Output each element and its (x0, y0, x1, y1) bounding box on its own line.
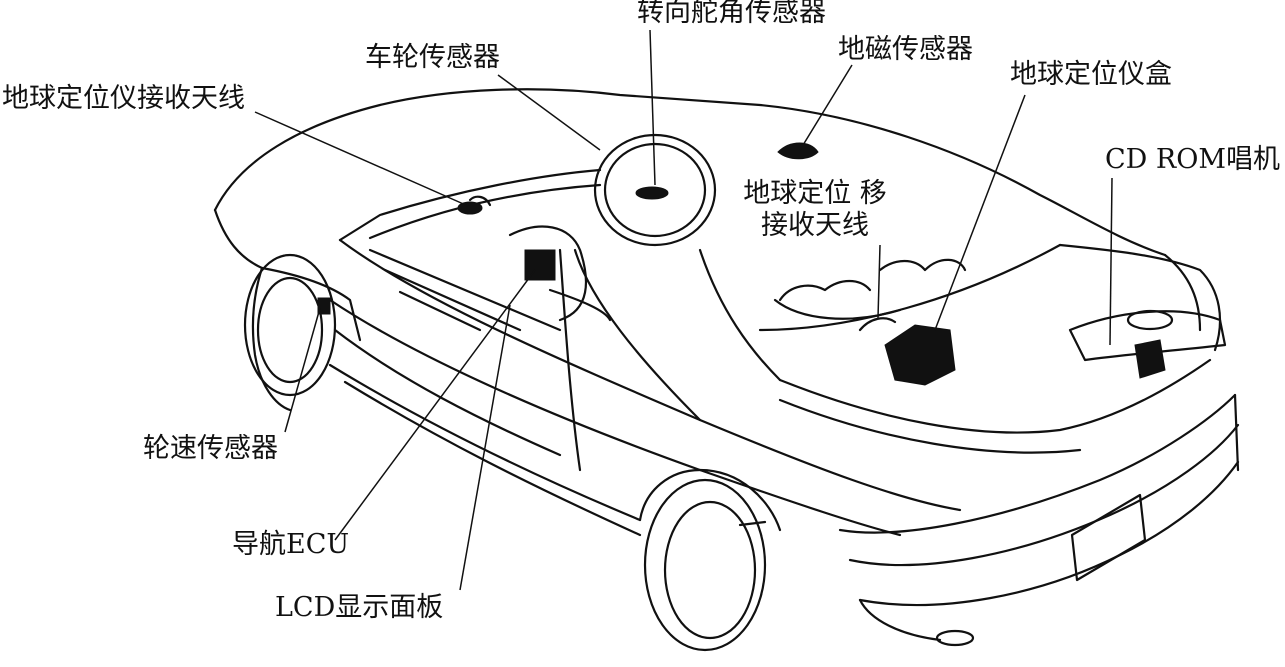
rear-wheel-sensor (738, 520, 767, 527)
label-gps-antenna: 地球定位仪接收天线 (2, 83, 245, 114)
nav-ecu-unit (524, 249, 556, 281)
mobile-antenna-unit (858, 317, 897, 332)
leader-lines (254, 29, 1113, 591)
gps-box-unit (884, 324, 956, 386)
label-steering-sensor: 转向舵角传感器 (637, 0, 826, 28)
components (317, 142, 1166, 527)
label-wheel-sensor: 车轮传感器 (365, 42, 500, 73)
leader-mobile-antenna (877, 244, 881, 319)
leader-wheel-sensor (497, 74, 601, 151)
car-body (213, 88, 1240, 647)
label-nav-ecu: 导航ECU (232, 529, 350, 560)
label-cd-rom: CD ROM唱机 (1105, 144, 1280, 175)
wheel-speed-sensor-unit (317, 297, 331, 315)
geomagnetic-sensor-unit (777, 142, 819, 160)
leader-gps-antenna (254, 111, 469, 207)
label-wheel-speed-sensor: 轮速传感器 (143, 433, 278, 464)
leader-wheel-speed-sensor (284, 307, 321, 433)
leader-geomagnetic-sensor (799, 64, 853, 151)
leader-cd-rom (1109, 177, 1113, 346)
label-gps-mobile-antenna: 地球定位 移接收天线 (743, 178, 887, 241)
label-geomagnetic-sensor: 地磁传感器 (838, 34, 973, 65)
label-gps-box: 地球定位仪盒 (1010, 59, 1172, 90)
leader-steering-sensor (649, 29, 656, 186)
cd-rom-unit (1134, 339, 1166, 379)
leader-gps-box (934, 94, 1026, 331)
leader-nav-ecu (334, 269, 536, 541)
front-wheel (243, 253, 337, 412)
leader-lcd-panel (459, 304, 511, 591)
label-lcd-panel: LCD显示面板 (275, 592, 444, 623)
rear-wheel (638, 468, 782, 652)
